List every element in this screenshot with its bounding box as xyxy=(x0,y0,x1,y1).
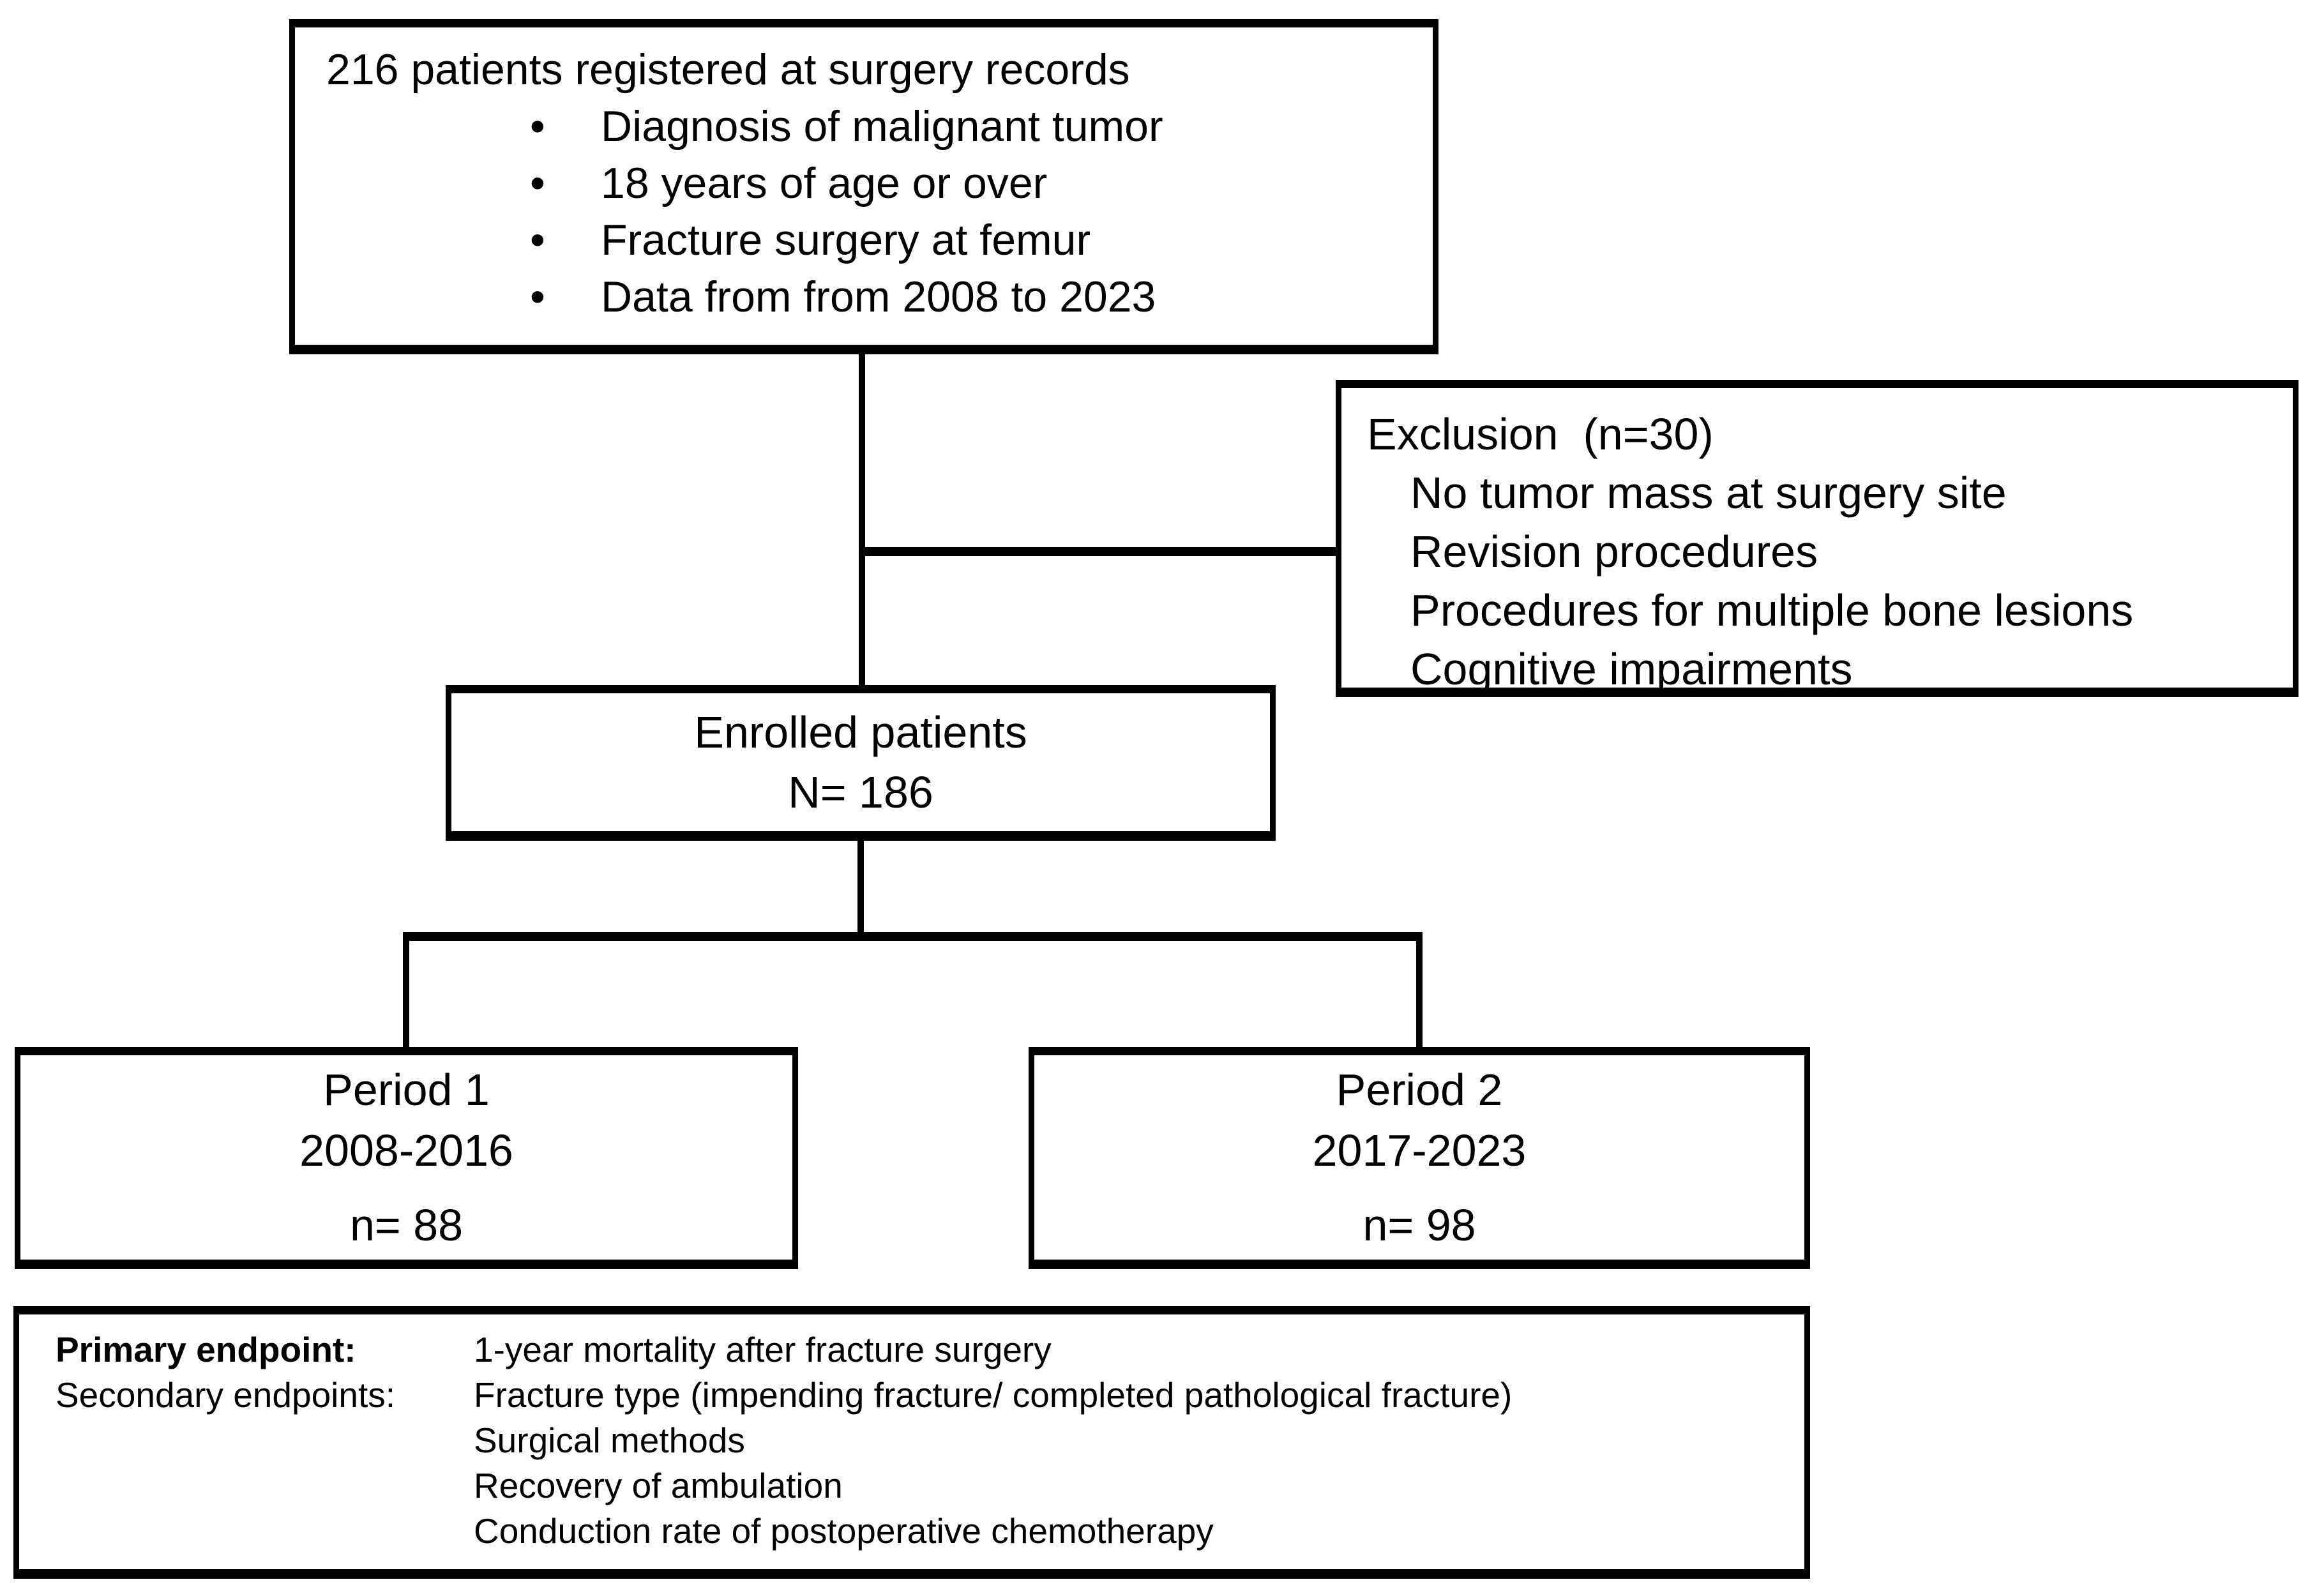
exclusion-reason: No tumor mass at surgery site xyxy=(1410,468,2007,518)
endpoint-row-secondary: Secondary endpoints: Fracture type (impe… xyxy=(56,1373,1785,1418)
primary-endpoint-label: Primary endpoint: xyxy=(56,1330,356,1369)
endpoint-label-spacer xyxy=(56,1509,474,1554)
exclusion-title: Exclusion (n=30) xyxy=(1367,409,1714,459)
inclusion-criterion-row: • 18 years of age or over xyxy=(295,155,1433,212)
endpoint-row: Conduction rate of postoperative chemoth… xyxy=(56,1509,1785,1554)
inclusion-criterion-text: Fracture surgery at femur xyxy=(601,216,1091,264)
period2-range: 2017-2023 xyxy=(1312,1125,1527,1175)
connector-top-to-enrolled xyxy=(859,353,865,686)
bullet-icon: • xyxy=(530,159,545,207)
connector-branch-to-period1 xyxy=(403,937,409,1050)
connector-branch-to-period2 xyxy=(1416,937,1423,1050)
registered-patients-box: 216 patients registered at surgery recor… xyxy=(289,19,1438,354)
connector-to-exclusion xyxy=(859,547,1336,556)
secondary-endpoints-label: Secondary endpoints: xyxy=(56,1375,396,1415)
endpoint-row-primary: Primary endpoint: 1-year mortality after… xyxy=(56,1327,1785,1373)
endpoints-box: Primary endpoint: 1-year mortality after… xyxy=(13,1306,1810,1579)
period2-count: n= 98 xyxy=(1363,1200,1476,1250)
connector-enrolled-to-branch xyxy=(857,839,864,937)
inclusion-criterion-row: • Diagnosis of malignant tumor xyxy=(295,98,1433,155)
period1-count: n= 88 xyxy=(349,1200,464,1250)
endpoint-row: Recovery of ambulation xyxy=(56,1463,1785,1509)
endpoint-row: Surgical methods xyxy=(56,1418,1785,1463)
secondary-endpoint-value: Fracture type (impending fracture/ compl… xyxy=(474,1375,1513,1415)
secondary-endpoint-value: Surgical methods xyxy=(474,1420,745,1460)
secondary-endpoint-value: Recovery of ambulation xyxy=(474,1466,843,1505)
endpoint-label-spacer xyxy=(56,1418,474,1463)
exclusion-box: Exclusion (n=30) No tumor mass at surger… xyxy=(1336,380,2299,697)
secondary-endpoint-value: Conduction rate of postoperative chemoth… xyxy=(474,1511,1214,1551)
inclusion-criterion-text: 18 years of age or over xyxy=(601,159,1048,207)
inclusion-criterion-text: Diagnosis of malignant tumor xyxy=(601,102,1163,151)
registered-patients-title: 216 patients registered at surgery recor… xyxy=(326,45,1130,94)
endpoint-label-spacer xyxy=(56,1463,474,1509)
enrolled-count: N= 186 xyxy=(788,767,933,817)
connector-branch-horizontal xyxy=(403,932,1423,941)
exclusion-reason: Procedures for multiple bone lesions xyxy=(1410,585,2134,635)
exclusion-reason: Revision procedures xyxy=(1410,527,1818,576)
inclusion-criterion-text: Data from from 2008 to 2023 xyxy=(601,273,1156,321)
period1-title: Period 1 xyxy=(323,1064,490,1115)
enrolled-title: Enrolled patients xyxy=(694,707,1027,757)
exclusion-reason: Cognitive impairments xyxy=(1410,644,1853,694)
period2-title: Period 2 xyxy=(1336,1064,1503,1115)
bullet-icon: • xyxy=(530,273,545,321)
bullet-icon: • xyxy=(530,102,545,151)
period1-box: Period 1 2008-2016 n= 88 xyxy=(15,1047,798,1269)
period2-box: Period 2 2017-2023 n= 98 xyxy=(1029,1047,1810,1269)
period1-range: 2008-2016 xyxy=(299,1125,513,1175)
primary-endpoint-value: 1-year mortality after fracture surgery xyxy=(474,1330,1052,1369)
enrolled-patients-box: Enrolled patients N= 186 xyxy=(446,685,1276,841)
bullet-icon: • xyxy=(530,216,545,264)
inclusion-criterion-row: • Fracture surgery at femur xyxy=(295,212,1433,269)
inclusion-criterion-row: • Data from from 2008 to 2023 xyxy=(295,269,1433,326)
